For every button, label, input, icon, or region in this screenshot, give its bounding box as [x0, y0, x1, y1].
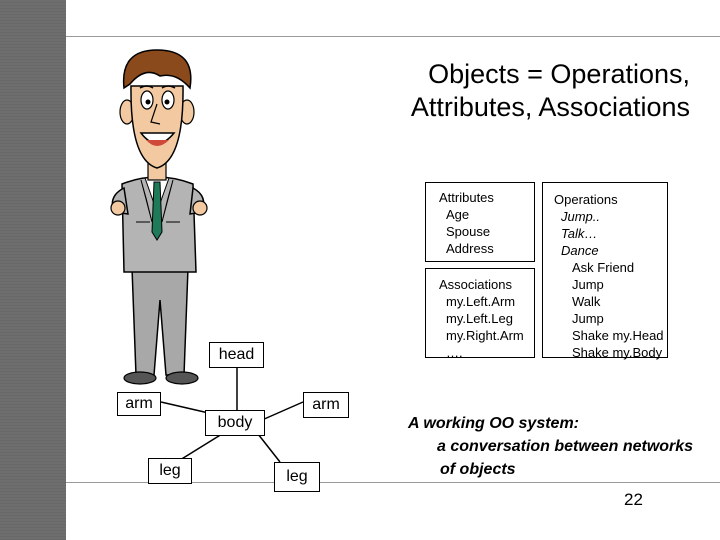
caption-line-2: a conversation between networks — [437, 438, 694, 455]
operation-item: Dance — [561, 243, 599, 258]
operation-subitem: Walk — [572, 294, 601, 309]
top-rule — [66, 36, 720, 37]
attribute-item: Age — [446, 207, 470, 222]
caption-line-1: A working OO system: — [408, 415, 579, 432]
operation-subitem: Jump — [572, 277, 604, 292]
caption: A working OO system: a conversation betw… — [408, 412, 720, 481]
operations-heading: Operations — [554, 192, 618, 207]
node-left-leg: leg — [148, 458, 192, 484]
attribute-item: Spouse — [446, 224, 491, 239]
node-right-leg: leg — [274, 462, 320, 492]
operation-subitem: Shake my.Body — [572, 345, 663, 360]
page-number: 22 — [624, 490, 643, 509]
associations-heading: Associations — [439, 277, 512, 292]
attribute-item: Address — [446, 241, 494, 256]
operations-box: Operations Jump.. Talk… Dance Ask Friend… — [542, 182, 668, 360]
attributes-heading: Attributes — [439, 190, 494, 205]
operation-subitem: Ask Friend — [572, 260, 635, 275]
title-line-2: Attributes, Associations — [410, 92, 690, 122]
node-right-arm: arm — [303, 392, 349, 418]
node-head: head — [209, 342, 264, 368]
node-body: body — [205, 410, 265, 436]
bottom-rule — [66, 482, 720, 483]
caption-line-3: of objects — [440, 461, 516, 478]
operation-item: Jump.. — [561, 209, 601, 224]
attributes-box: Attributes Age Spouse Address — [425, 182, 535, 262]
association-item: …. — [446, 345, 463, 360]
association-item: my.Left.Leg — [446, 311, 513, 326]
slide-title: Objects = Operations, Attributes, Associ… — [300, 58, 690, 124]
title-line-1: Objects = Operations, — [428, 59, 690, 89]
association-item: my.Left.Arm — [446, 294, 516, 309]
node-left-arm: arm — [117, 392, 161, 416]
associations-box: Associations my.Left.Arm my.Left.Leg my.… — [425, 268, 535, 360]
operation-item: Talk… — [561, 226, 598, 241]
operation-subitem: Jump — [572, 311, 604, 326]
association-item: my.Right.Arm — [446, 328, 524, 343]
slide-sidebar — [0, 0, 66, 540]
operation-subitem: Shake my.Head — [572, 328, 664, 343]
